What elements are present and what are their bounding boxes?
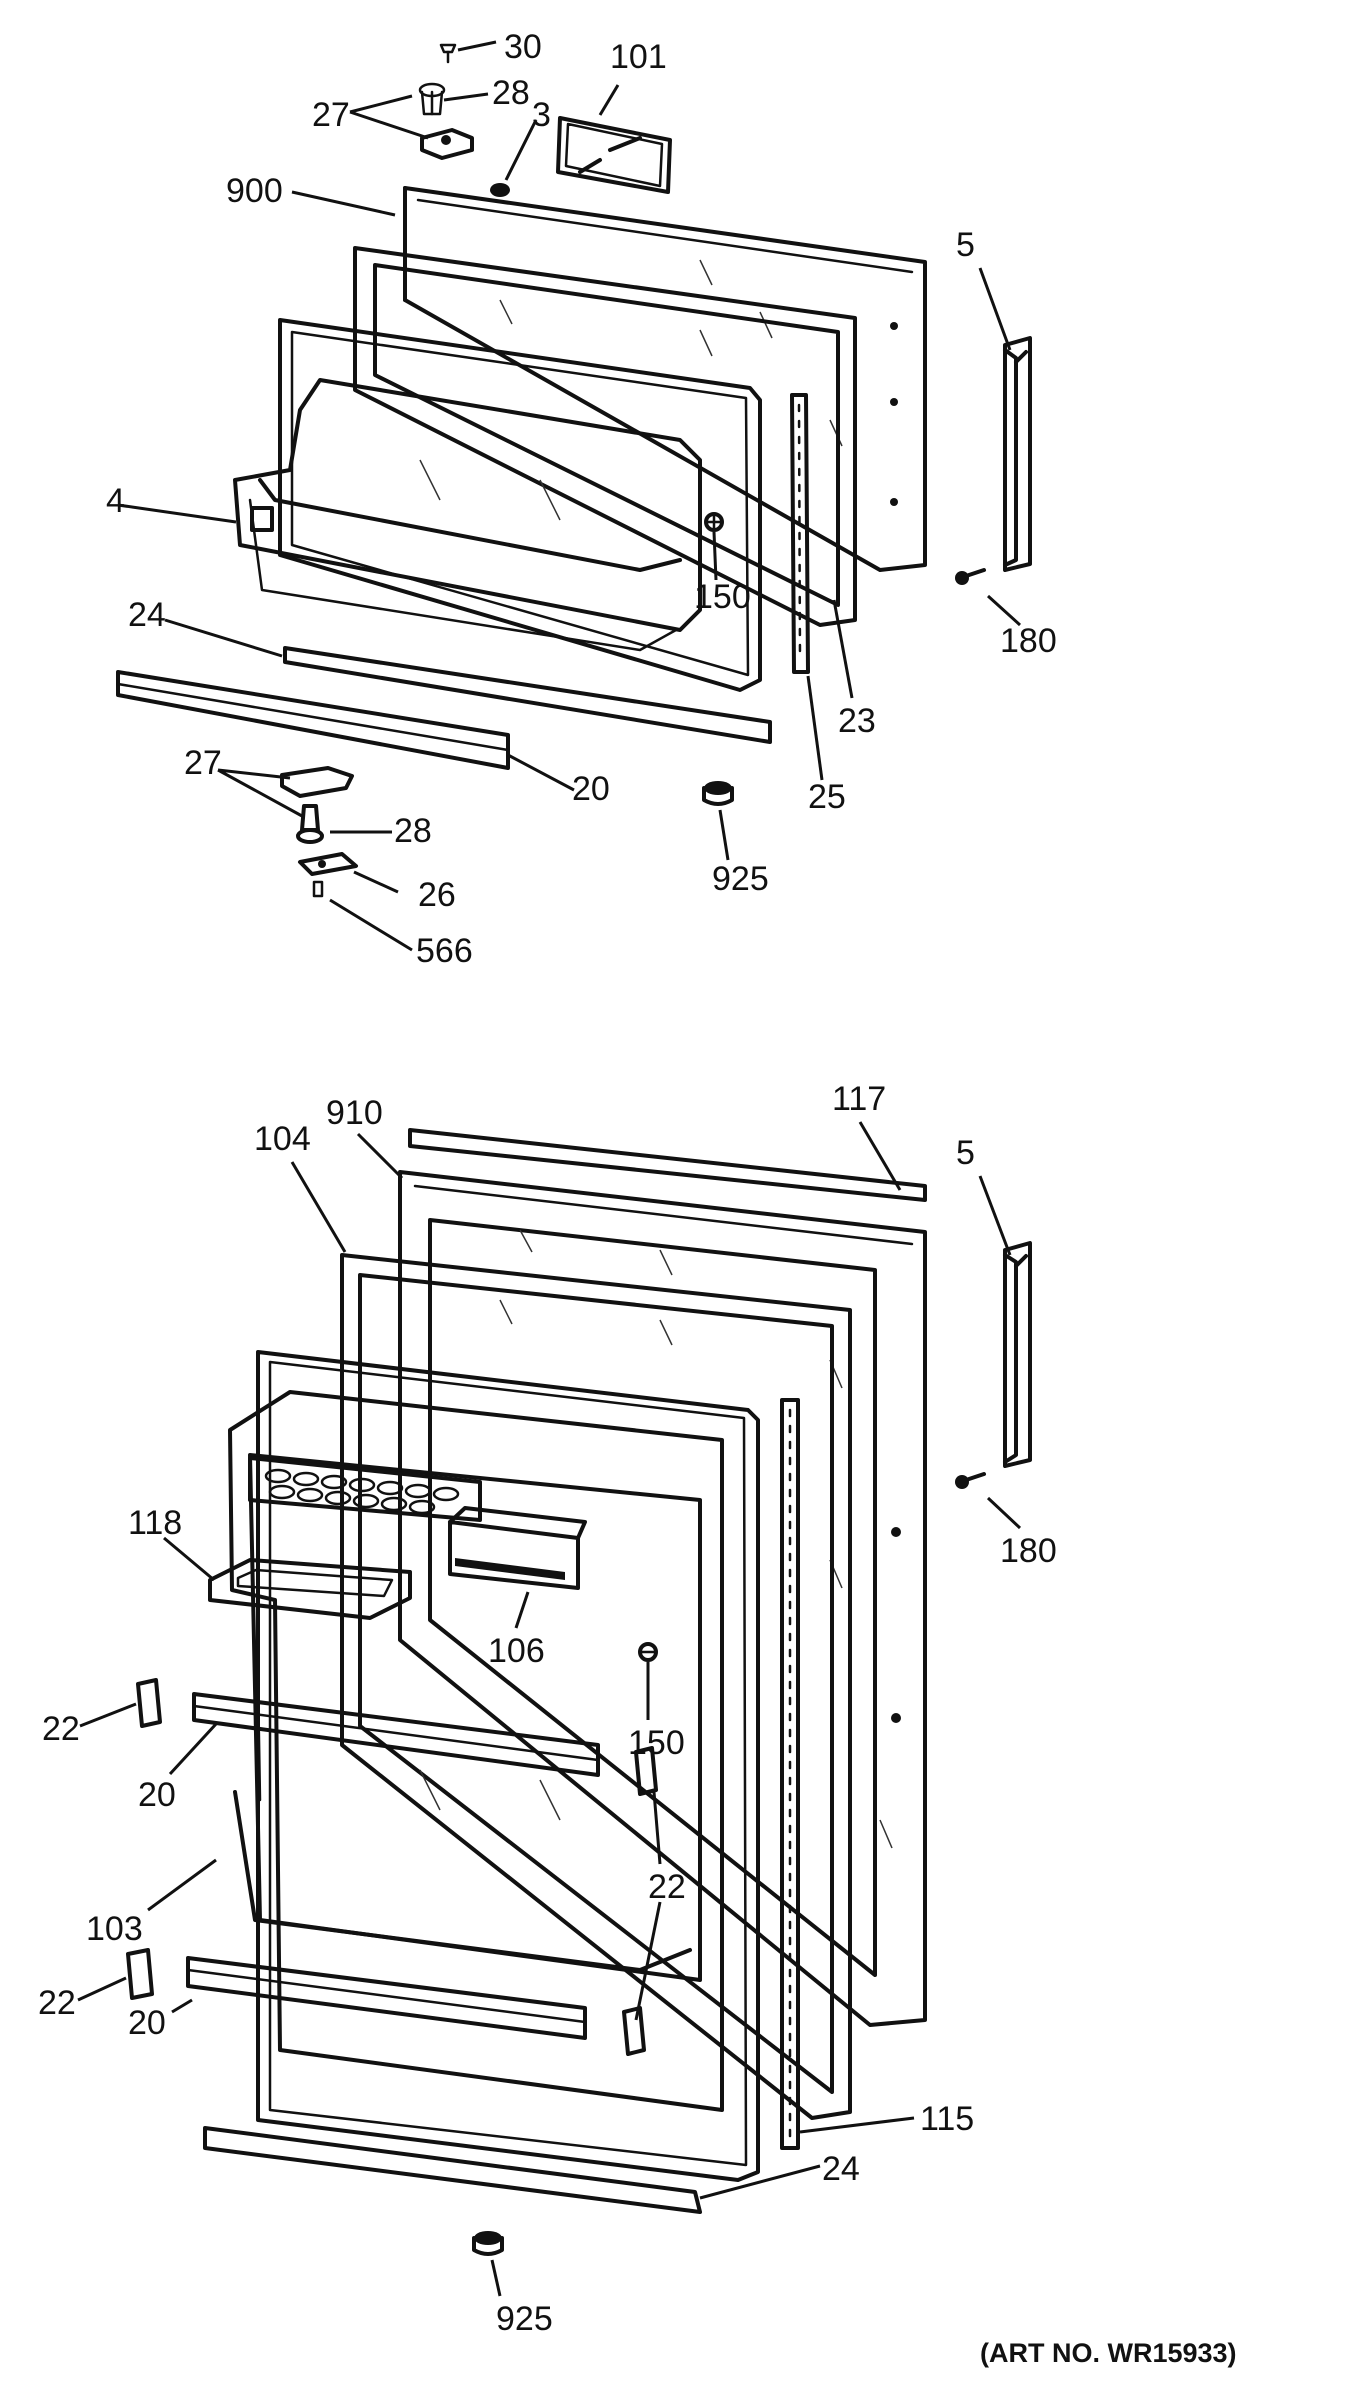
label-150-fresh: 150 — [628, 1724, 685, 1762]
part-925-foot-fresh — [472, 2231, 504, 2256]
part-566-screw — [312, 880, 324, 898]
label-30: 30 — [504, 28, 542, 66]
label-22-lower-left: 22 — [38, 1984, 76, 2022]
part-20-shelf-bar-freezer — [116, 670, 510, 770]
label-4: 4 — [106, 482, 125, 520]
label-22-right: 22 — [648, 1868, 686, 1906]
part-26-hinge-bracket — [298, 852, 358, 876]
label-24-fresh: 24 — [822, 2150, 860, 2188]
label-180-fresh: 180 — [1000, 1532, 1057, 1570]
label-3: 3 — [532, 96, 551, 134]
part-22-retainer-right-lower — [622, 2006, 646, 2056]
part-5-handle-freezer — [1003, 336, 1032, 572]
part-25-retainer-strip — [790, 393, 810, 674]
label-5-freezer: 5 — [956, 226, 975, 264]
part-22-retainer-right-upper — [634, 1746, 658, 1796]
part-180-screw-fresh — [955, 1472, 986, 1489]
part-30-screw — [439, 43, 457, 64]
label-28-bottom: 28 — [394, 812, 432, 850]
label-117: 117 — [832, 1080, 886, 1118]
label-27-bottom: 27 — [184, 744, 222, 782]
label-20-freezer: 20 — [572, 770, 610, 808]
label-25: 25 — [808, 778, 846, 816]
part-27-hinge-bottom — [280, 766, 354, 798]
part-118-tray-cover — [208, 1558, 412, 1620]
label-118: 118 — [128, 1504, 182, 1542]
part-28-hinge-pin-top — [418, 82, 446, 116]
label-20-lower: 20 — [128, 2004, 166, 2042]
label-22-upper-left: 22 — [42, 1710, 80, 1748]
label-23: 23 — [838, 702, 876, 740]
part-24-bottom-trim-fresh — [203, 2126, 702, 2214]
part-24-bottom-trim-freezer — [283, 646, 772, 744]
part-900-outer-door-panel — [403, 186, 927, 572]
label-925-freezer: 925 — [712, 860, 769, 898]
label-150-freezer: 150 — [694, 578, 751, 616]
fresh-food-door-assembly: 117 910 104 5 180 118 106 150 22 20 22 1… — [38, 1080, 1057, 2338]
label-101: 101 — [610, 38, 667, 76]
label-106: 106 — [488, 1632, 545, 1670]
part-925-foot-freezer — [702, 781, 734, 806]
part-103-door-liner — [228, 1350, 760, 2182]
part-28-hinge-pin-bottom — [296, 804, 324, 844]
part-101-cover-plate — [556, 116, 672, 194]
label-28-top: 28 — [492, 74, 530, 112]
label-26: 26 — [418, 876, 456, 914]
part-150-screw-fresh — [638, 1642, 658, 1662]
label-925-fresh: 925 — [496, 2300, 553, 2338]
part-910-outer-door-panel — [398, 1170, 927, 2027]
label-566: 566 — [416, 932, 473, 970]
part-3-plug — [490, 183, 510, 197]
part-104-door-gasket — [340, 1253, 852, 2120]
label-115: 115 — [920, 2100, 974, 2138]
art-number: (ART NO. WR15933) — [980, 2338, 1237, 2368]
label-910: 910 — [326, 1094, 383, 1132]
part-20-shelf-bar-lower — [186, 1956, 587, 2040]
label-180-freezer: 180 — [1000, 622, 1057, 660]
part-115-retainer-strip — [780, 1398, 800, 2150]
label-103: 103 — [86, 1910, 143, 1948]
label-27-top: 27 — [312, 96, 350, 134]
part-27-hinge-top — [420, 128, 474, 160]
label-24-freezer: 24 — [128, 596, 166, 634]
part-20-shelf-bar-upper — [192, 1692, 600, 1777]
label-900: 900 — [226, 172, 283, 210]
label-104: 104 — [254, 1120, 311, 1158]
label-20-upper: 20 — [138, 1776, 176, 1814]
part-23-door-gasket — [353, 246, 857, 627]
part-22-retainer-upper-left — [136, 1678, 162, 1728]
part-150-screw — [704, 512, 724, 532]
part-5-handle-fresh — [1003, 1241, 1032, 1468]
part-4-freezer-door-liner — [233, 318, 762, 692]
part-106-dairy-door — [448, 1506, 587, 1590]
part-117-top-trim — [408, 1128, 927, 1202]
label-5-fresh: 5 — [956, 1134, 975, 1172]
part-22-retainer-lower-left — [126, 1948, 154, 2000]
freezer-door-assembly: 30 28 27 3 101 900 5 4 150 180 24 23 20 … — [106, 28, 1057, 970]
part-180-screw-freezer — [955, 568, 986, 585]
egg-tray — [248, 1456, 482, 1522]
